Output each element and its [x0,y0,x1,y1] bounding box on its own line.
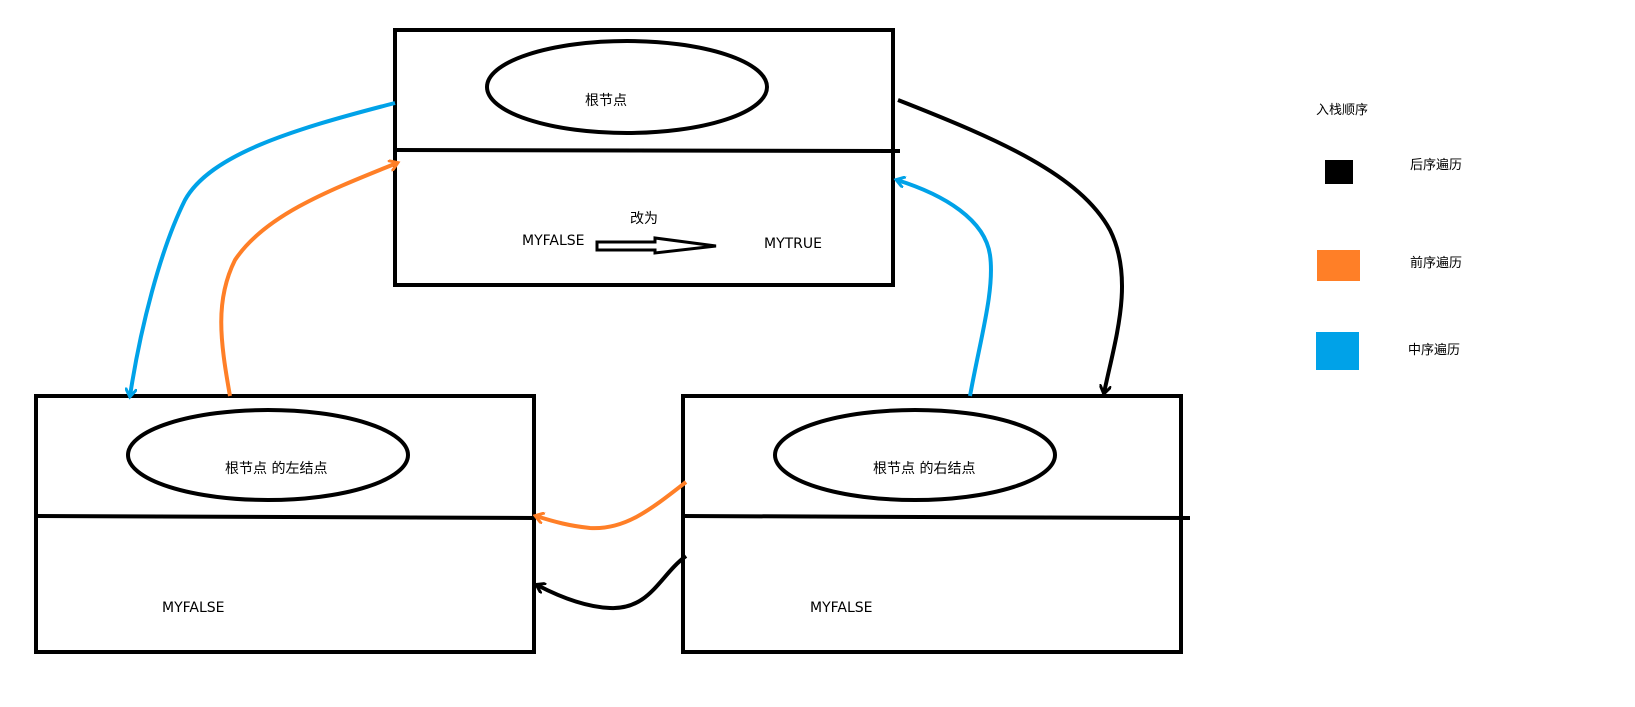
postorder-arrow-root-to-right [897,98,1125,393]
root-node-box [393,28,895,287]
root-node-label: 根节点 [585,93,627,109]
legend-title: 入栈顺序 [1316,103,1369,118]
legend-swatch-inorder [1316,332,1359,370]
change-arrow-icon [595,236,717,255]
inorder-arrow-right-to-root [897,180,993,397]
legend-swatch-preorder [1317,250,1360,281]
left-node-label: 根节点 的左结点 [225,461,328,477]
right-node-box [681,394,1183,654]
right-node-divider [682,514,1191,520]
right-node-flag: MYFALSE [810,600,873,616]
legend-label-postorder: 后序遍历 [1410,158,1463,173]
preorder-arrow-right-to-left [536,480,688,531]
change-label: 改为 [630,211,658,227]
left-node-flag: MYFALSE [162,600,225,616]
right-node [681,394,1191,654]
root-node-divider [394,148,901,153]
inorder-arrow-root-to-left [130,101,396,396]
postorder-arrow-right-to-left [537,554,688,611]
preorder-arrow-left-to-root [219,163,397,397]
root-flag-to: MYTRUE [764,236,823,252]
left-node [34,394,536,654]
right-node-ellipse [773,408,1057,502]
legend-label-preorder: 前序遍历 [1410,256,1463,271]
legend-label-inorder: 中序遍历 [1408,343,1461,358]
root-node [393,28,901,287]
root-flag-from: MYFALSE [522,233,585,249]
root-node-ellipse [485,39,769,135]
left-node-box [34,394,536,654]
right-node-label: 根节点 的右结点 [873,461,976,477]
legend-swatch-postorder [1325,160,1353,184]
left-node-divider [35,514,535,520]
left-node-ellipse [126,408,410,502]
